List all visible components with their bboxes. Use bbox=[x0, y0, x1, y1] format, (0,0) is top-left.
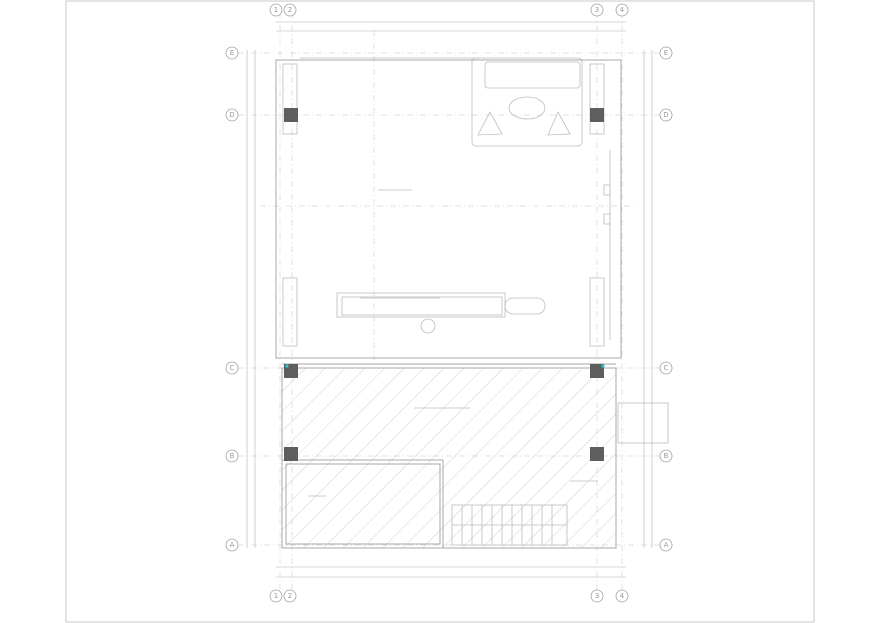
room-labels-graphic bbox=[308, 189, 598, 497]
axis-bubbles-left: E D C B A bbox=[225, 46, 239, 552]
column bbox=[590, 364, 604, 378]
axis-label-bottom: 3 bbox=[595, 592, 599, 600]
stair bbox=[451, 504, 568, 546]
axis-label-left: E bbox=[230, 49, 234, 57]
column bbox=[284, 108, 298, 122]
axis-label-right: A bbox=[664, 541, 669, 549]
long-bench bbox=[336, 292, 546, 318]
axis-label-right: E bbox=[664, 49, 668, 57]
axis-label-top: 4 bbox=[620, 6, 625, 14]
axis-label-bottom: 4 bbox=[620, 592, 625, 600]
axis-label-left: D bbox=[229, 111, 234, 119]
axis-bubbles-bottom: 1 2 3 4 bbox=[269, 589, 629, 603]
axis-label-left: B bbox=[230, 452, 235, 460]
axis-label-right: C bbox=[664, 364, 669, 372]
upper-room bbox=[275, 57, 622, 359]
axis-bubbles-top: 1 2 3 4 bbox=[269, 3, 629, 17]
axis-label-right: D bbox=[663, 111, 668, 119]
axis-label-left: A bbox=[230, 541, 235, 549]
axis-bubbles-right: E D C B A bbox=[659, 46, 673, 552]
sheet-border bbox=[65, 0, 815, 623]
axis-label-top: 2 bbox=[288, 6, 292, 14]
column bbox=[284, 447, 298, 461]
axis-label-bottom: 2 bbox=[288, 592, 292, 600]
reference-markers bbox=[285, 364, 605, 368]
axis-label-top: 3 bbox=[595, 6, 599, 14]
column bbox=[590, 447, 604, 461]
sofa-set bbox=[471, 57, 583, 147]
axis-label-bottom: 1 bbox=[274, 592, 278, 600]
axis-label-top: 1 bbox=[274, 6, 278, 14]
structural-columns bbox=[284, 108, 604, 461]
dimension-lines bbox=[246, 21, 653, 578]
axis-label-left: C bbox=[230, 364, 235, 372]
axis-label-right: B bbox=[664, 452, 669, 460]
column bbox=[590, 108, 604, 122]
lower-room bbox=[281, 363, 669, 549]
